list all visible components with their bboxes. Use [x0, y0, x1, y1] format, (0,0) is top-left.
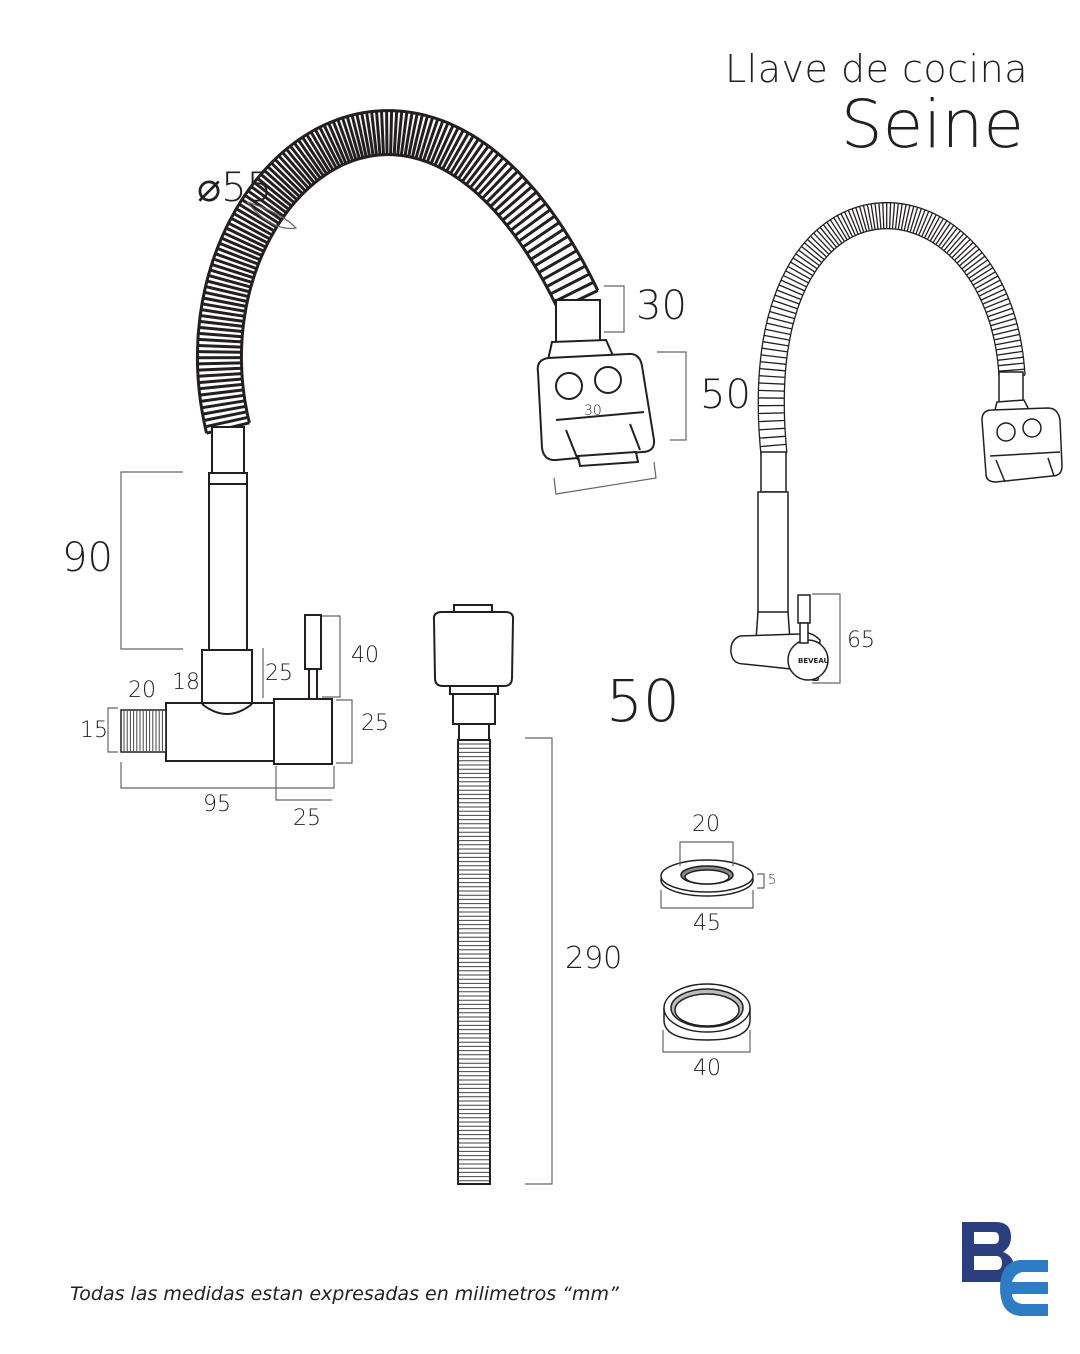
- dim-riser-height: 90: [62, 535, 113, 581]
- measurement-footnote: Todas las medidas estan expresadas en mi…: [70, 1283, 619, 1305]
- dim-elbow-height: 25: [265, 661, 293, 686]
- dim-side-handle-height: 65: [847, 628, 875, 653]
- dim-handle-height: 40: [351, 643, 379, 668]
- dim-spray-head-height: 50: [700, 372, 751, 418]
- brand-logo: [962, 1222, 1048, 1316]
- flexible-hose-large: [195, 109, 600, 435]
- dim-hose-diameter: ⌀55: [197, 165, 272, 211]
- dimension-lines: [107, 201, 841, 1185]
- dim-neck-height: 30: [636, 283, 687, 329]
- hose-outline: [757, 202, 1026, 456]
- hose-outline: [195, 109, 600, 434]
- inlet-thread-ribs: [123, 711, 167, 751]
- dim-body-length: 95: [203, 792, 231, 817]
- dim-washer-thickness: 5: [768, 873, 777, 888]
- riser-pipe: [208, 426, 248, 652]
- dim-inlet-diameter: 15: [80, 718, 108, 743]
- product-title: Seine: [840, 86, 1024, 163]
- dim-valve-width: 25: [293, 806, 321, 831]
- dim-washer-outer: 45: [693, 911, 721, 936]
- dim-ring-diameter: 40: [693, 1056, 721, 1081]
- flexible-hose-small: [757, 202, 1026, 456]
- valve-body: [165, 614, 333, 765]
- inlet-thread: [120, 709, 167, 753]
- washer-flat: [660, 859, 754, 897]
- rubber-ring: [663, 983, 751, 1041]
- dim-spray-head-width: 30: [584, 403, 602, 419]
- spout-neck: [546, 299, 616, 362]
- dim-head-size: 50: [606, 667, 680, 735]
- supply-hose-ribs: [459, 743, 489, 1182]
- product-subtitle: Llave de cocina: [724, 47, 1028, 91]
- dim-elbow-width: 18: [172, 670, 200, 695]
- supply-hose: [457, 739, 491, 1185]
- dim-inlet-length: 20: [128, 678, 156, 703]
- dim-hose-length: 290: [565, 941, 623, 976]
- spray-head: [536, 352, 656, 468]
- dim-valve-height: 25: [361, 711, 389, 736]
- dim-washer-inner: 20: [692, 812, 720, 837]
- side-view-faucet: [730, 371, 1063, 682]
- faucet-brand-label: BEVEAU: [798, 657, 830, 665]
- supply-hose-nut: [432, 604, 515, 741]
